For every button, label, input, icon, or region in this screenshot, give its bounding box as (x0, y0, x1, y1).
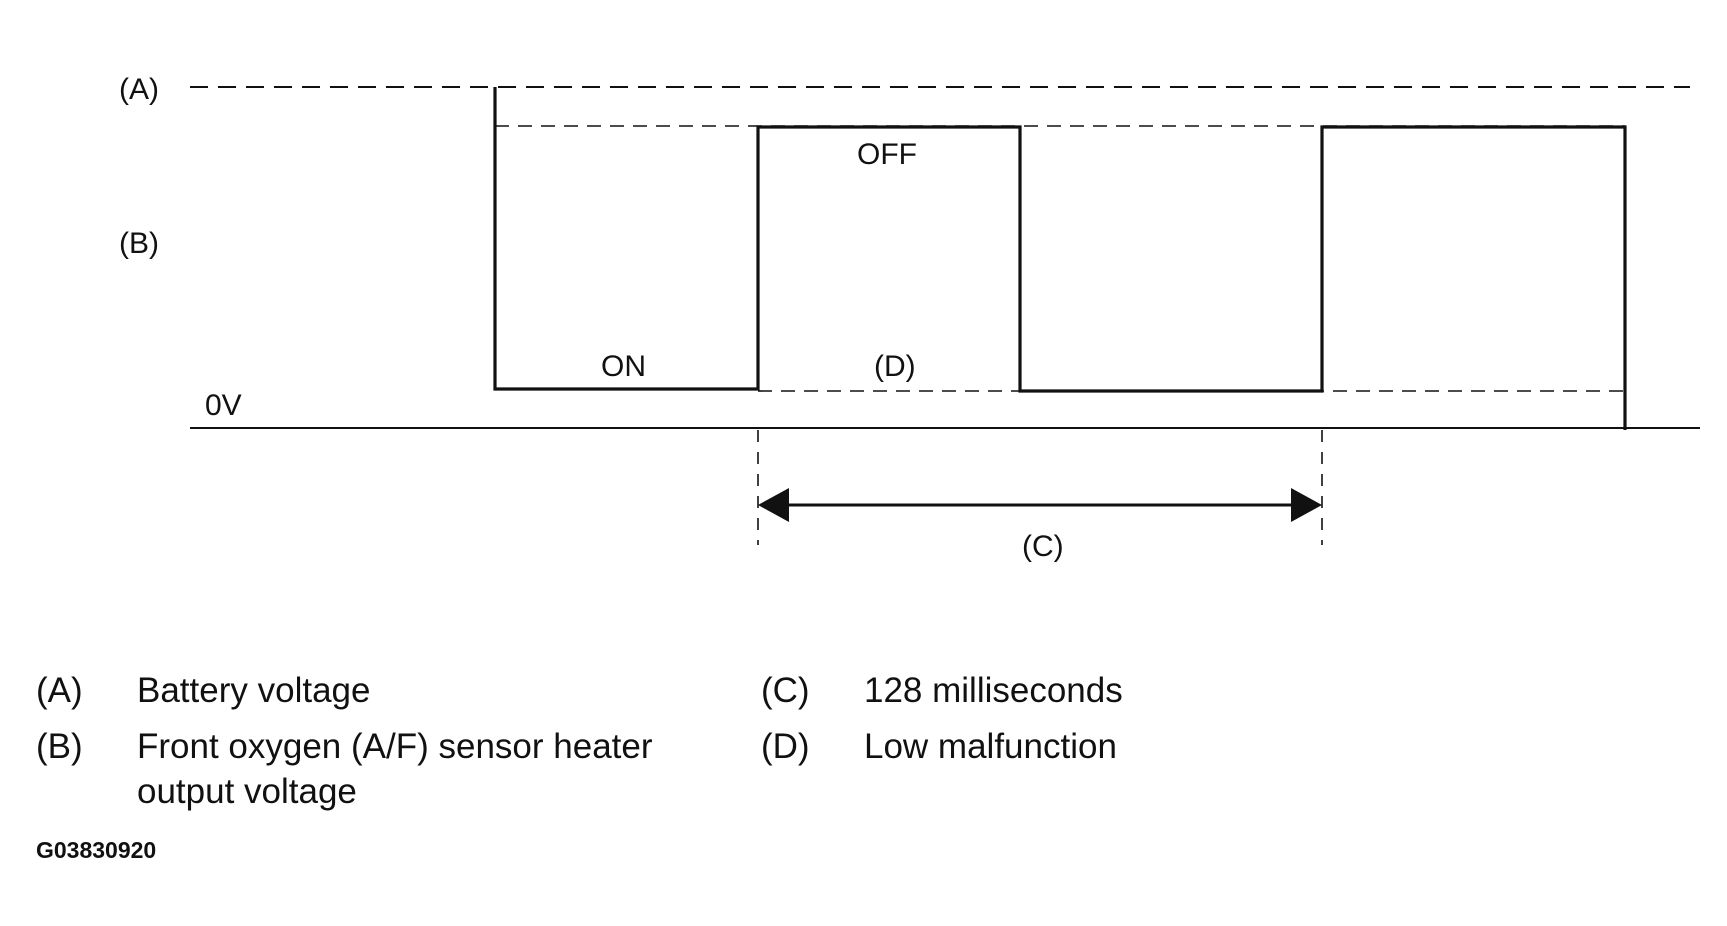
zero-volt-label: 0V (205, 389, 242, 422)
period-arrow-right-head (1291, 488, 1322, 522)
legend-a-text: Battery voltage (137, 671, 370, 710)
off-state-label: OFF (857, 138, 917, 171)
heater-output-waveform (493, 87, 1627, 430)
legend-a-key: (A) (36, 671, 83, 710)
on-state-label: ON (601, 350, 646, 383)
period-label: (C) (1022, 530, 1064, 563)
legend-c-text: 128 milliseconds (864, 671, 1123, 710)
figure-code: G03830920 (36, 837, 156, 863)
legend-b-key: (B) (36, 727, 83, 766)
legend-d-key: (D) (761, 727, 810, 766)
level-a-label: (A) (119, 73, 159, 106)
period-arrow-left-head (758, 488, 789, 522)
legend-d-text: Low malfunction (864, 727, 1117, 766)
level-b-label: (B) (119, 227, 159, 260)
legend-b-text-line2: output voltage (137, 772, 357, 811)
low-malfunction-label: (D) (874, 350, 916, 383)
legend-c-key: (C) (761, 671, 810, 710)
legend-b-text-line1: Front oxygen (A/F) sensor heater (137, 727, 653, 766)
